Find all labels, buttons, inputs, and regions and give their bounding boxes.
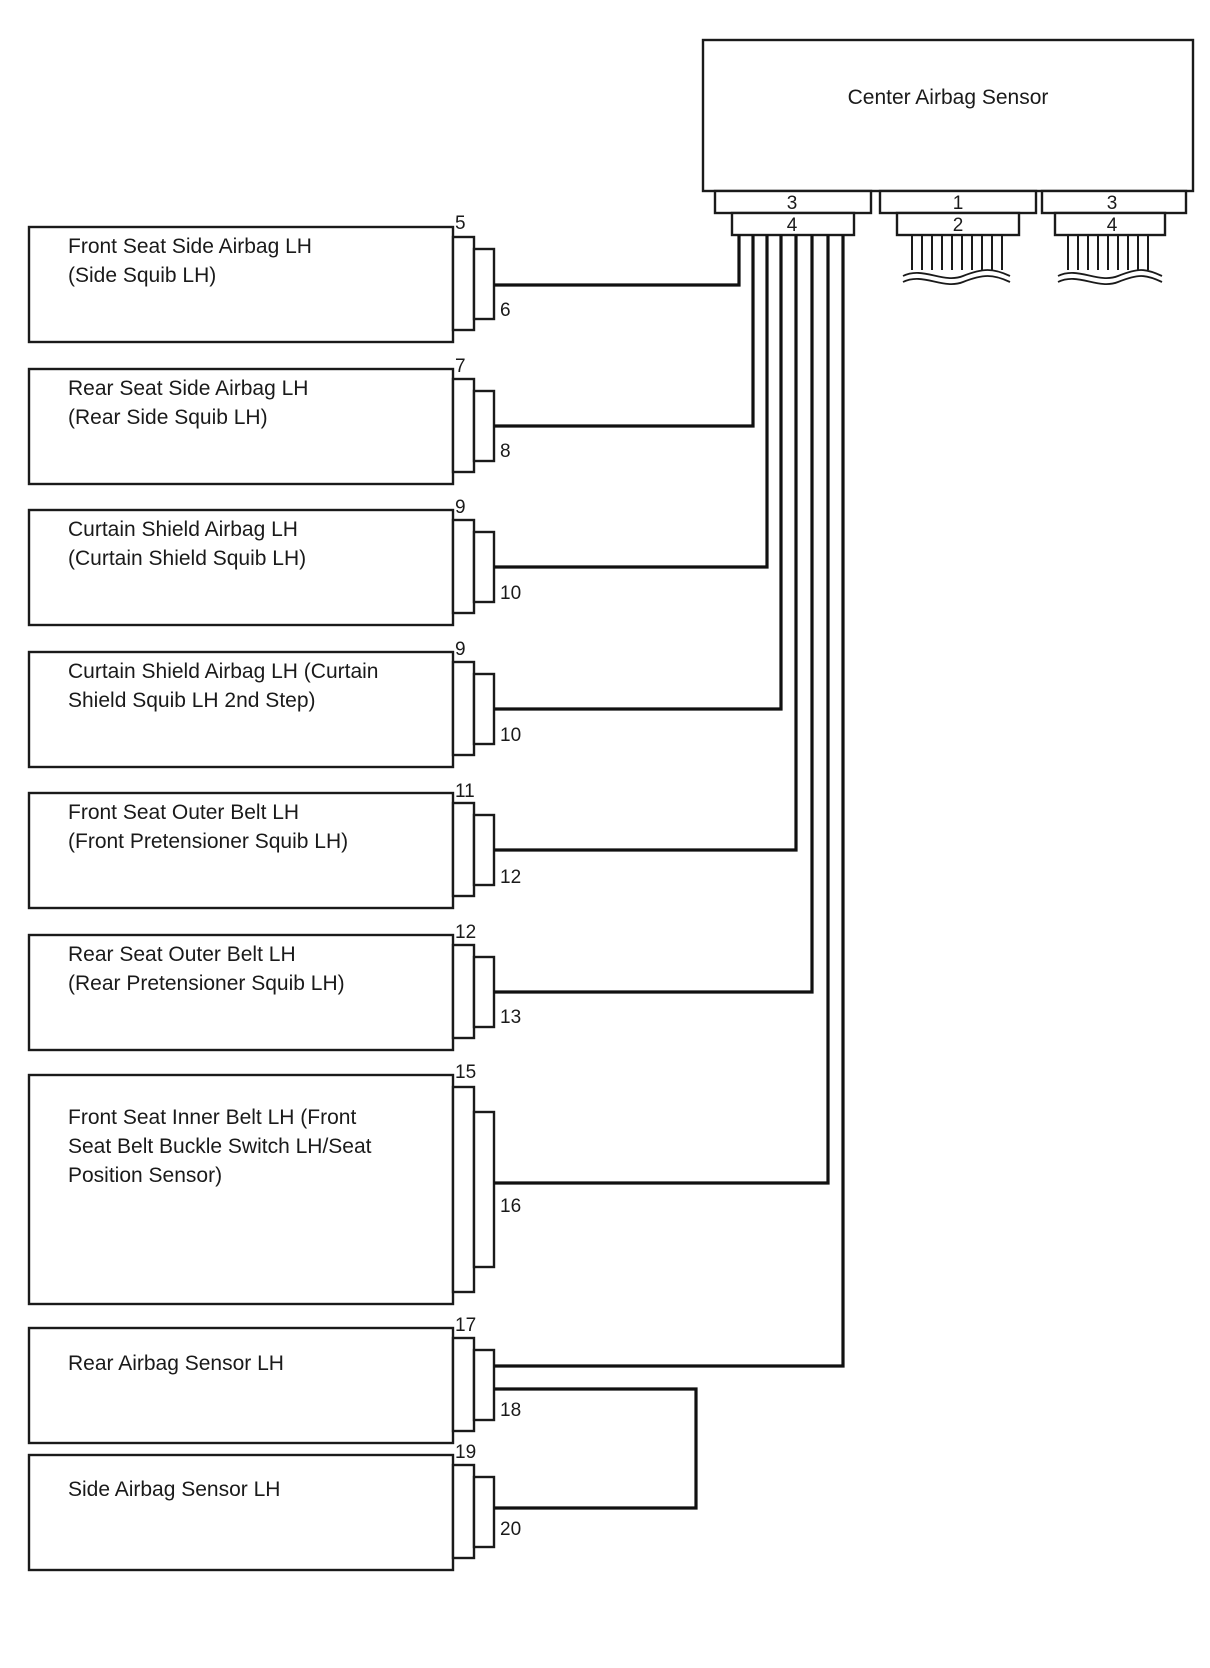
- component-label-line: Front Seat Outer Belt LH: [68, 801, 299, 824]
- component-rear-seat-outer-belt: Rear Seat Outer Belt LH (Rear Pretensione…: [27, 922, 521, 1052]
- wire-curtain-shield-airbag-2nd-step: [494, 235, 783, 711]
- pin-top-number: 5: [455, 213, 466, 234]
- svg-text:Front Seat Side Airbag LH(Side: Front Seat Side Airbag LH (Side Squib LH): [68, 235, 312, 287]
- wire-rear-seat-outer-belt: [494, 235, 814, 994]
- component-label-line: Side Airbag Sensor LH: [68, 1478, 280, 1501]
- sensor-connector-b: 1 2: [878, 189, 1038, 285]
- component-label-line: (Front Pretensioner Squib LH): [68, 830, 348, 853]
- connector-b-top-number: 1: [953, 193, 964, 214]
- pin-bottom-number: 16: [500, 1196, 521, 1217]
- wire-curtain-shield-airbag: [494, 235, 769, 569]
- connector-a-bottom-number: 4: [787, 215, 798, 236]
- wire-rear-airbag-sensor: [494, 235, 845, 1368]
- component-label-line: Shield Squib LH 2nd Step): [68, 689, 316, 712]
- svg-text:Front Seat Outer Belt LH(Front: Front Seat Outer Belt LH (Front Pretensio…: [68, 801, 348, 853]
- pin-bottom-number: 8: [500, 441, 511, 462]
- pin-top-number: 9: [455, 497, 466, 518]
- component-label-line: Position Sensor): [68, 1164, 222, 1187]
- wire-rear-to-side-airbag-sensor: [494, 1387, 698, 1510]
- connector-c-bottom-number: 4: [1107, 215, 1118, 236]
- component-front-seat-side-airbag: Front Seat Side Airbag LH (Side Squib LH)…: [27, 213, 511, 344]
- svg-text:Rear Seat Outer Belt LH(Rear P: Rear Seat Outer Belt LH (Rear Pretensione…: [68, 943, 345, 995]
- wire-front-seat-inner-belt: [494, 235, 830, 1185]
- component-label-line: (Curtain Shield Squib LH): [68, 547, 306, 570]
- pin-top-number: 15: [455, 1062, 476, 1083]
- wire-front-seat-side-airbag: [494, 235, 741, 287]
- pin-bottom-number: 13: [500, 1007, 521, 1028]
- pin-bottom-number: 10: [500, 583, 521, 604]
- sensor-connector-c: 3 4: [1040, 189, 1188, 285]
- component-side-airbag-sensor: Side Airbag Sensor LH 19 20: [27, 1442, 521, 1572]
- component-label-line: (Rear Side Squib LH): [68, 406, 268, 429]
- component-rear-airbag-sensor: Rear Airbag Sensor LH 17 18: [27, 1315, 521, 1445]
- connector-c-break-mark: [1057, 269, 1163, 279]
- component-label-line: Rear Seat Side Airbag LH: [68, 377, 308, 400]
- sensor-connector-a: 3 4: [713, 189, 873, 237]
- component-label-line: Seat Belt Buckle Switch LH/Seat: [68, 1135, 372, 1158]
- component-label-line: Front Seat Inner Belt LH (Front: [68, 1106, 356, 1129]
- connector-b-break-mark: [902, 269, 1011, 279]
- component-rear-seat-side-airbag: Rear Seat Side Airbag LH (Rear Side Squib…: [27, 356, 511, 486]
- pin-bottom-number: 12: [500, 867, 521, 888]
- pin-top-number: 11: [455, 781, 475, 802]
- component-label-line: Curtain Shield Airbag LH: [68, 518, 298, 541]
- connector-c-top-number: 3: [1107, 193, 1118, 214]
- component-label-line: (Rear Pretensioner Squib LH): [68, 972, 345, 995]
- pin-top-number: 9: [455, 639, 466, 660]
- pin-bottom-number: 10: [500, 725, 521, 746]
- component-label-line: Rear Seat Outer Belt LH: [68, 943, 296, 966]
- pin-top-number: 19: [455, 1442, 476, 1463]
- connector-c-wire-stubs: [1057, 235, 1163, 285]
- pin-top-number: 12: [455, 922, 476, 943]
- component-label-line: Front Seat Side Airbag LH: [68, 235, 312, 258]
- component-curtain-shield-airbag: Curtain Shield Airbag LH (Curtain Shield …: [27, 497, 521, 627]
- pin-bottom-number: 6: [500, 300, 511, 321]
- component-label-line: (Side Squib LH): [68, 264, 216, 287]
- wire-rear-seat-side-airbag: [494, 235, 755, 428]
- connector-a-top-number: 3: [787, 193, 798, 214]
- center-airbag-sensor-title: Center Airbag Sensor: [848, 86, 1049, 109]
- center-airbag-sensor: Center Airbag Sensor 3 4 1 2: [701, 38, 1195, 285]
- svg-text:Rear Seat Side Airbag LH(Rear: Rear Seat Side Airbag LH (Rear Side Squib…: [68, 377, 308, 429]
- wire-front-seat-outer-belt: [494, 235, 798, 852]
- pin-top-number: 7: [455, 356, 466, 377]
- component-label-line: Curtain Shield Airbag LH (Curtain: [68, 660, 379, 683]
- pin-bottom-number: 20: [500, 1519, 521, 1540]
- pin-bottom-number: 18: [500, 1400, 521, 1421]
- svg-text:Curtain Shield Airbag LH (Curt: Curtain Shield Airbag LH (CurtainShield …: [68, 660, 379, 712]
- svg-text:Curtain Shield Airbag LH(Curta: Curtain Shield Airbag LH (Curtain Shield …: [68, 518, 306, 570]
- connector-b-wire-stubs: [902, 235, 1011, 285]
- pin-top-number: 17: [455, 1315, 476, 1336]
- wiring-harness: [494, 235, 845, 1510]
- component-front-seat-outer-belt: Front Seat Outer Belt LH (Front Pretensio…: [27, 781, 521, 910]
- component-label-line: Rear Airbag Sensor LH: [68, 1352, 284, 1375]
- connector-b-bottom-number: 2: [953, 215, 964, 236]
